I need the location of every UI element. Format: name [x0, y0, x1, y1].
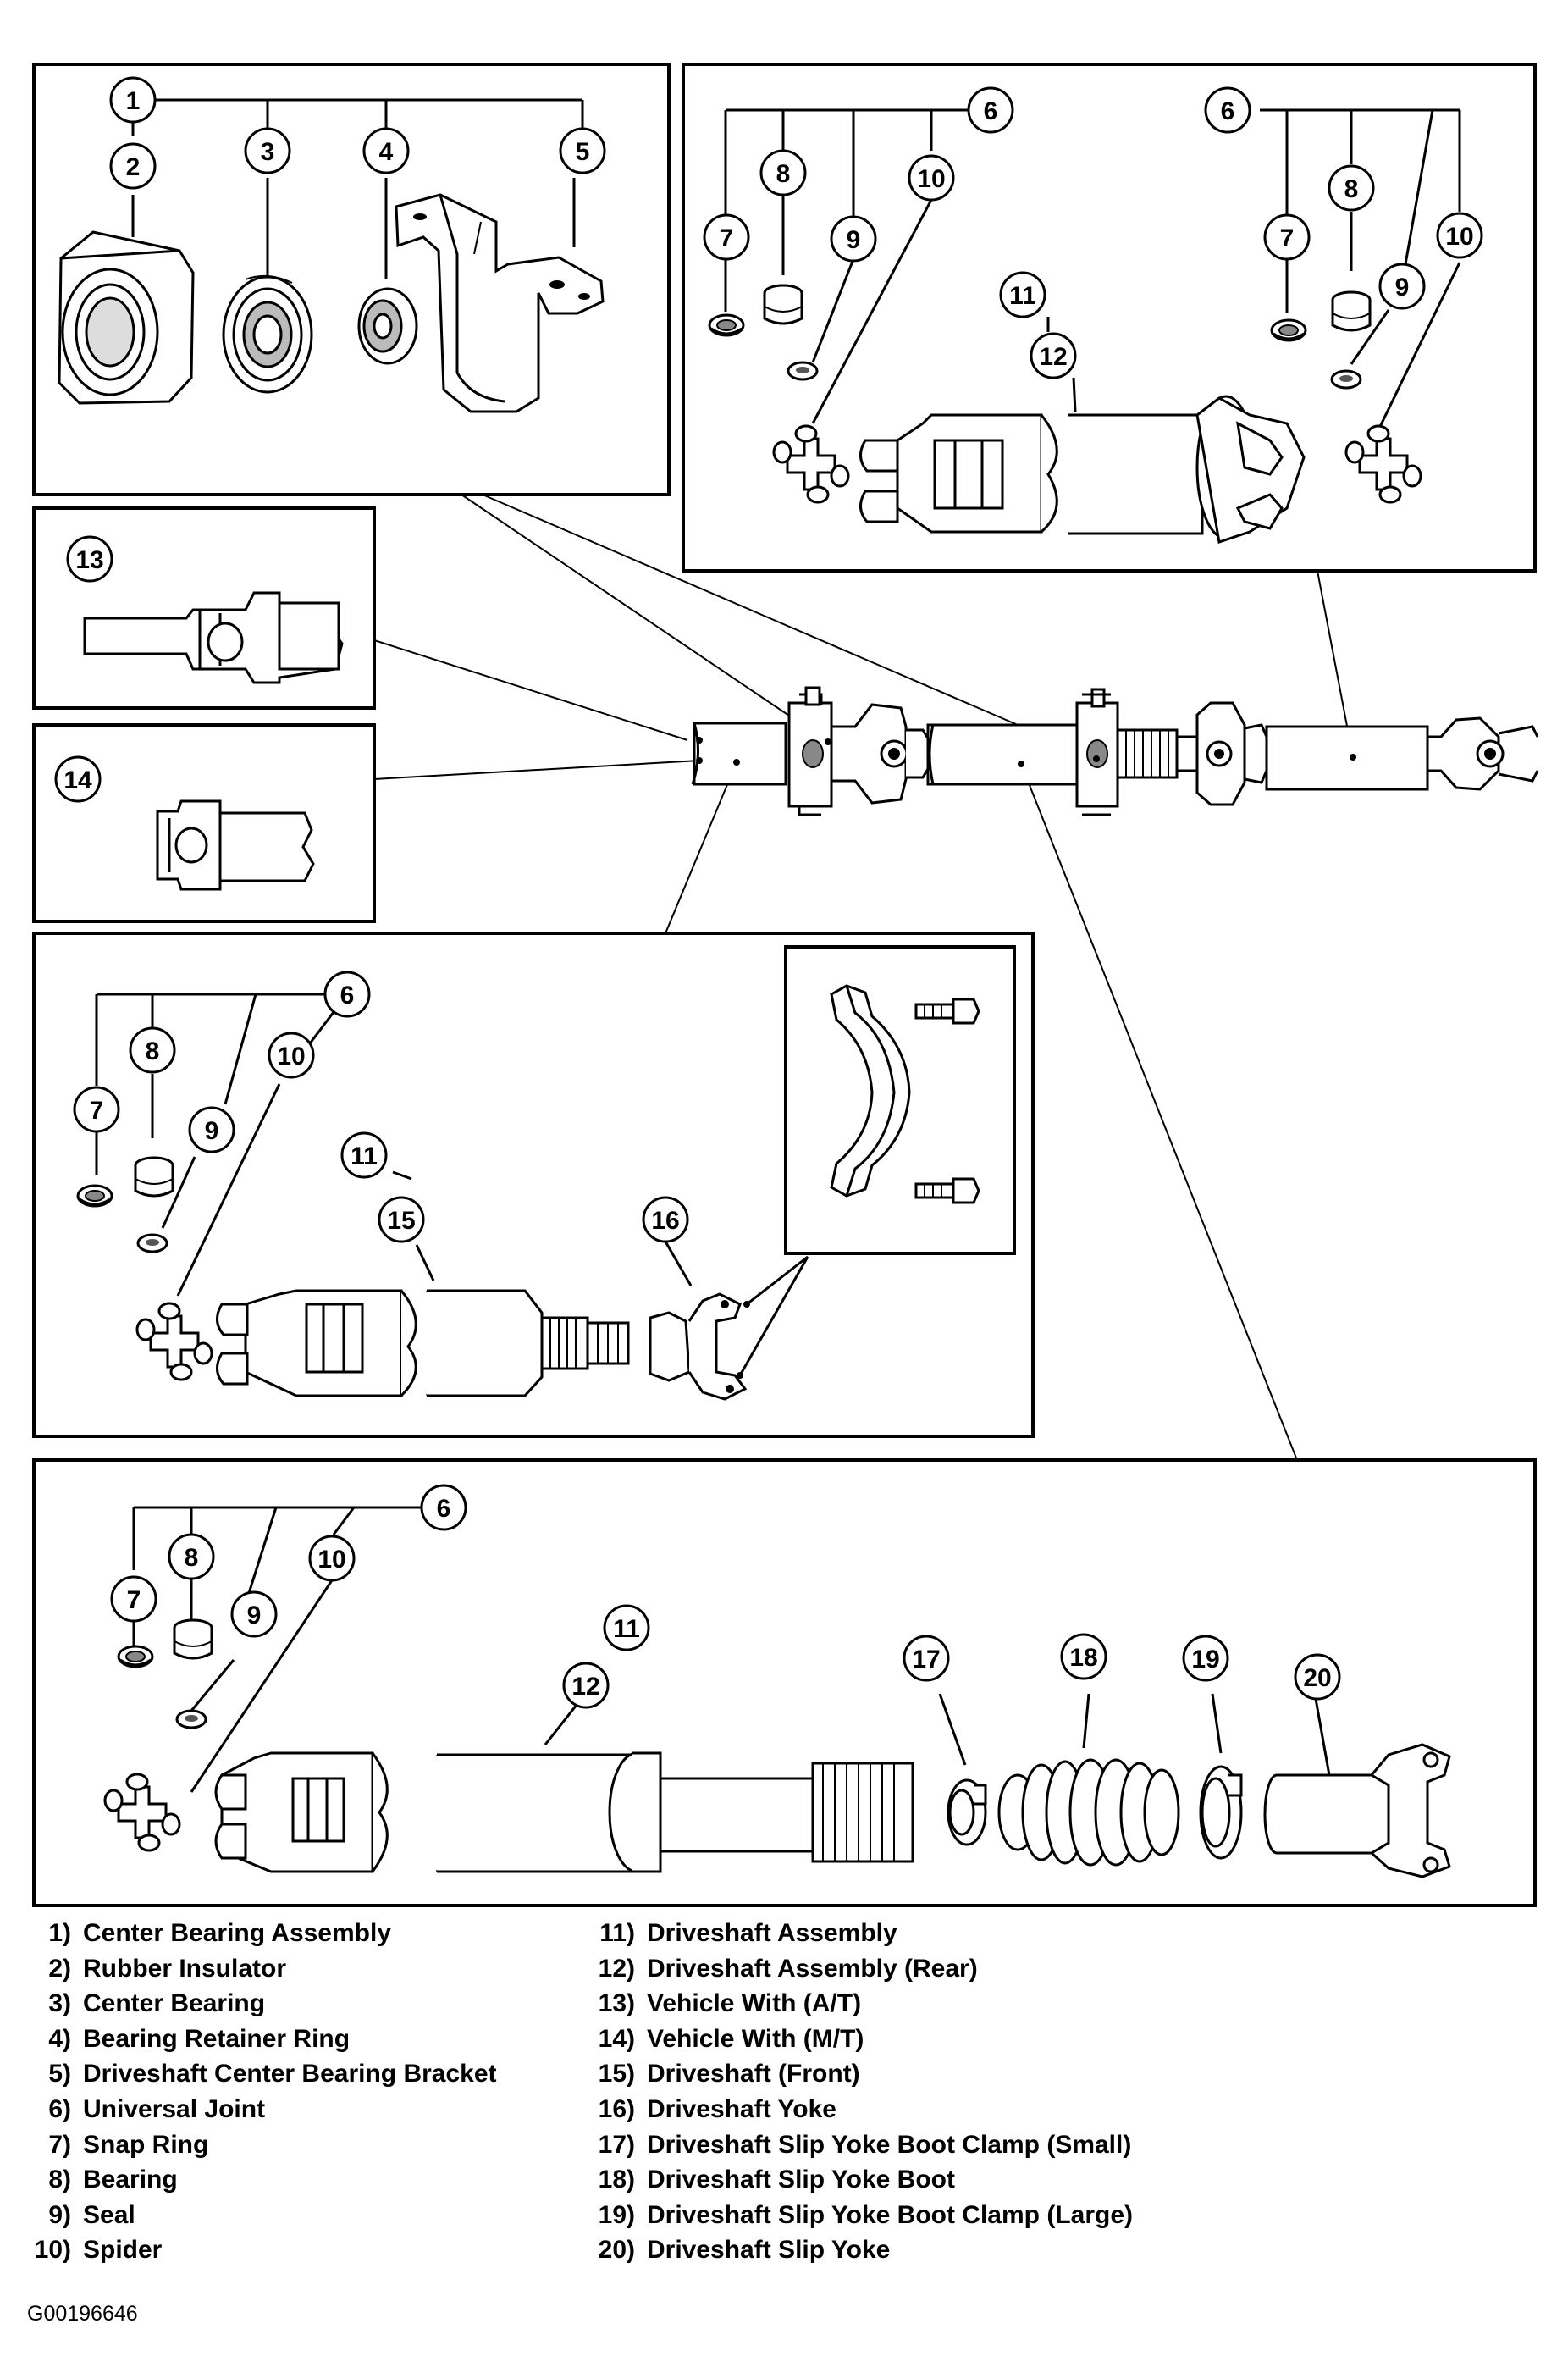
callout-18: 18 — [1060, 1633, 1107, 1680]
svg-text:6: 6 — [340, 982, 355, 1010]
svg-text:8: 8 — [146, 1037, 160, 1065]
svg-text:11: 11 — [613, 1615, 640, 1643]
svg-text:1: 1 — [126, 87, 141, 115]
callout-17: 17 — [903, 1635, 950, 1682]
callout-14: 14 — [54, 755, 102, 803]
svg-text:10: 10 — [1445, 223, 1473, 251]
svg-text:9: 9 — [247, 1601, 262, 1629]
callout-5: 5 — [559, 127, 606, 174]
callout-15: 15 — [378, 1196, 425, 1243]
callout-13: 13 — [66, 535, 113, 583]
front-driveshaft-panel — [32, 932, 1035, 1438]
svg-text:6: 6 — [437, 1495, 451, 1523]
svg-text:4: 4 — [379, 138, 394, 166]
legend-item: 18)Driveshaft Slip Yoke Boot — [598, 2166, 955, 2194]
legend-item: 2)Rubber Insulator — [48, 1954, 287, 1983]
legend-item: 16)Driveshaft Yoke — [598, 2094, 836, 2123]
legend-item: 14)Vehicle With (M/T) — [598, 2024, 864, 2053]
svg-text:8: 8 — [185, 1544, 199, 1572]
callout-1: 1 — [109, 76, 157, 124]
figure-id-label: G00196646 — [27, 2302, 138, 2326]
legend-item: 7)Snap Ring — [48, 2130, 209, 2159]
legend-item: 19)Driveshaft Slip Yoke Boot Clamp (Larg… — [598, 2200, 1133, 2229]
callout-16: 16 — [642, 1196, 689, 1243]
svg-text:7: 7 — [720, 224, 734, 252]
u-bolt-strap-drawing — [830, 983, 980, 1204]
legend-item: 8)Bearing — [48, 2166, 178, 2194]
svg-text:6: 6 — [984, 97, 998, 125]
legend-item: 5)Driveshaft Center Bearing Bracket — [48, 2060, 497, 2088]
legend-item: 6)Universal Joint — [48, 2094, 266, 2123]
svg-text:9: 9 — [847, 226, 861, 254]
svg-text:10: 10 — [317, 1546, 345, 1574]
svg-text:17: 17 — [912, 1646, 940, 1673]
callout-bubbles: 1 2 3 4 5 6 8 10 7 9 11 12 6 8 10 7 9 13… — [54, 76, 1483, 1709]
center-bearing-panel — [32, 63, 671, 496]
legend-item: 3)Center Bearing — [48, 1989, 266, 2018]
svg-text:7: 7 — [90, 1097, 104, 1125]
svg-text:12: 12 — [1039, 343, 1067, 371]
svg-text:19: 19 — [1191, 1646, 1219, 1673]
svg-text:5: 5 — [576, 138, 590, 166]
svg-text:2: 2 — [126, 153, 141, 181]
rear-driveshaft-panel — [682, 63, 1537, 573]
svg-text:7: 7 — [127, 1586, 141, 1614]
legend-item: 9)Seal — [48, 2200, 135, 2229]
manual-transmission-panel — [32, 723, 376, 923]
svg-text:11: 11 — [1009, 282, 1036, 310]
rubber-insulator-drawing — [58, 230, 195, 405]
callout-4: 4 — [362, 127, 410, 174]
legend-item: 15)Driveshaft (Front) — [598, 2060, 860, 2088]
svg-text:11: 11 — [351, 1142, 378, 1170]
svg-text:15: 15 — [387, 1207, 415, 1235]
svg-text:3: 3 — [261, 138, 275, 166]
legend-item: 12)Driveshaft Assembly (Rear) — [598, 1954, 978, 1983]
legend-item: 4)Bearing Retainer Ring — [48, 2024, 351, 2053]
automatic-transmission-panel — [32, 506, 376, 710]
slip-yoke-panel — [32, 1458, 1537, 1907]
svg-text:8: 8 — [776, 160, 791, 188]
callout-20: 20 — [1294, 1653, 1341, 1701]
legend-item: 11)Driveshaft Assembly — [599, 1919, 897, 1947]
callout-19: 19 — [1182, 1635, 1229, 1682]
svg-text:6: 6 — [1221, 97, 1235, 125]
svg-text:12: 12 — [571, 1673, 599, 1701]
svg-text:18: 18 — [1069, 1644, 1097, 1672]
center-bearing-drawing — [222, 274, 313, 394]
svg-text:20: 20 — [1303, 1664, 1331, 1692]
slip-yoke-boot-drawing — [997, 1758, 1180, 1867]
driveshaft-yoke-drawing — [649, 1292, 750, 1401]
svg-text:9: 9 — [205, 1117, 219, 1145]
svg-text:8: 8 — [1344, 175, 1359, 203]
svg-text:13: 13 — [75, 546, 103, 574]
svg-text:7: 7 — [1280, 224, 1295, 252]
legend-item: 17)Driveshaft Slip Yoke Boot Clamp (Smal… — [598, 2130, 1132, 2159]
callout-3: 3 — [244, 127, 291, 174]
retainer-ring-drawing — [357, 287, 418, 365]
legend-left-column: 1)Center Bearing Assembly 2)Rubber Insul… — [0, 1916, 497, 2268]
bearing-bracket-drawing — [395, 193, 605, 413]
svg-text:16: 16 — [651, 1207, 679, 1235]
legend-right-column: 11)Driveshaft Assembly 12)Driveshaft Ass… — [567, 1916, 1133, 2268]
svg-text:14: 14 — [63, 766, 92, 794]
slip-yoke-drawing — [1263, 1743, 1451, 1878]
legend-item: 20)Driveshaft Slip Yoke — [598, 2236, 891, 2265]
legend-item: 1)Center Bearing Assembly — [48, 1919, 392, 1947]
callout-2: 2 — [109, 142, 157, 190]
legend-item: 10)Spider — [34, 2236, 163, 2265]
main-driveshaft-assembly — [373, 494, 1539, 1461]
svg-text:10: 10 — [277, 1043, 305, 1070]
svg-text:10: 10 — [917, 165, 945, 193]
svg-text:9: 9 — [1395, 274, 1410, 301]
legend-item: 13)Vehicle With (A/T) — [598, 1989, 862, 2018]
